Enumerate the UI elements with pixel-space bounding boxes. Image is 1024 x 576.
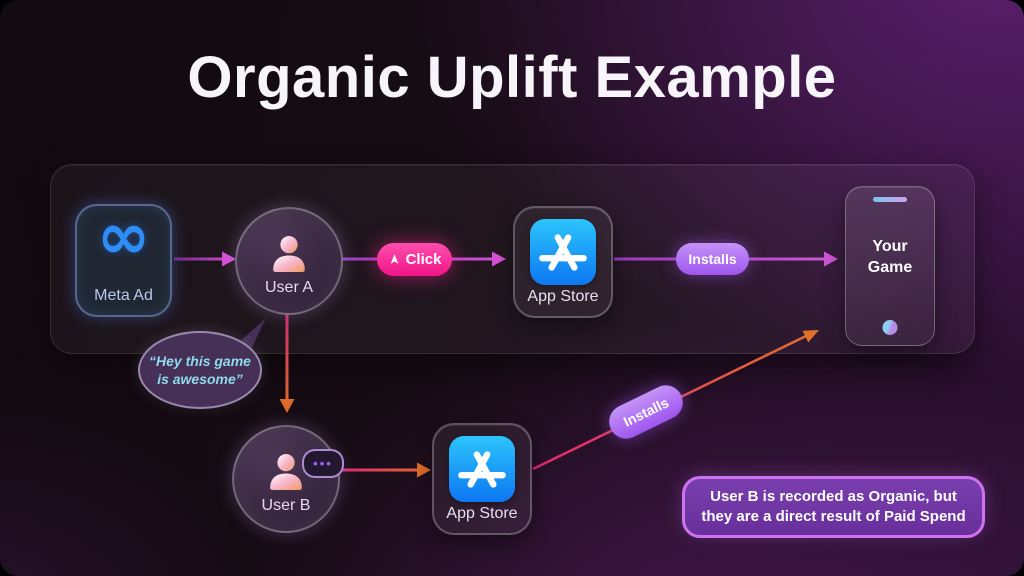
- person-icon: [273, 236, 305, 272]
- app-store-icon: [530, 219, 596, 285]
- arrowhead-userb-to-store: [417, 462, 431, 478]
- user-b-label: User B: [261, 497, 311, 514]
- speech-bubble-text: “Hey this game is awesome”: [149, 352, 251, 387]
- meta-ad-label: Meta Ad: [94, 287, 153, 304]
- speech-bubble: “Hey this game is awesome”: [138, 331, 262, 409]
- arrowhead-usera-to-userb: [279, 399, 295, 413]
- app-store-bottom-label: App Store: [446, 505, 518, 522]
- organic-note-box: User B is recorded as Organic, but they …: [682, 476, 985, 538]
- user-b-node: User B •••: [232, 425, 344, 533]
- installs-top-label: Installs: [688, 251, 737, 267]
- app-store-card-bottom: App Store: [432, 423, 532, 535]
- app-store-icon: [449, 436, 515, 502]
- cursor-icon: [390, 254, 398, 264]
- installs-diagonal-label: Installs: [620, 394, 672, 430]
- note-line-2: they are a direct result of Paid Spend: [701, 508, 966, 525]
- phone-speaker: [873, 197, 907, 202]
- click-badge: Click: [377, 243, 452, 276]
- your-game-phone: Your Game: [845, 186, 935, 346]
- note-line-1: User B is recorded as Organic, but: [710, 487, 957, 505]
- meta-ad-card: ∞ Meta Ad: [75, 200, 172, 317]
- your-game-label: Your Game: [867, 238, 913, 276]
- meta-logo-icon: ∞: [96, 200, 151, 274]
- installs-badge-diagonal: Installs: [603, 379, 689, 445]
- app-store-top-label: App Store: [527, 288, 599, 305]
- user-a-label: User A: [264, 279, 313, 296]
- phone-home-button: [882, 320, 898, 335]
- person-icon: [270, 454, 302, 490]
- click-badge-label: Click: [405, 251, 442, 268]
- page-title: Organic Uplift Example: [187, 45, 837, 110]
- chat-dots-icon: •••: [302, 449, 344, 478]
- user-a-node: User A: [235, 207, 343, 315]
- installs-badge-top: Installs: [676, 243, 749, 275]
- app-store-card-top: App Store: [513, 206, 613, 318]
